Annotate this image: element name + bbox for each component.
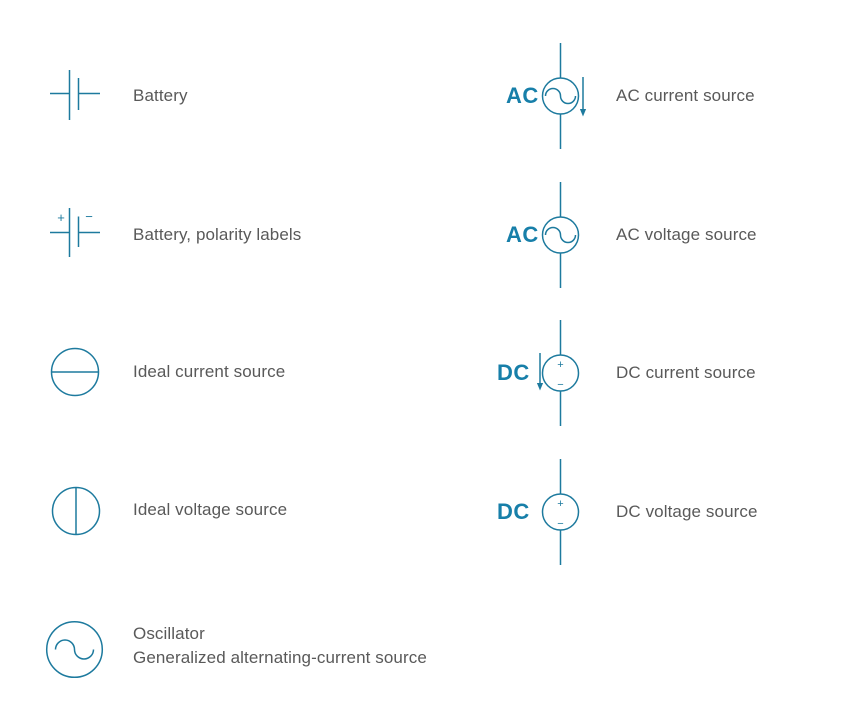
oscillator-icon [45, 620, 104, 679]
battery-polarity-row: + − [45, 203, 105, 269]
dc-prefix-text: DC [497, 499, 530, 524]
plus-sign: + [557, 498, 563, 510]
current-arrow-head [536, 383, 544, 391]
ideal-voltage-source-label: Ideal voltage source [133, 500, 288, 519]
dc-voltage-source-row: + − [500, 459, 600, 565]
oscillator-label: Oscillator Generalized alternating-curre… [133, 622, 427, 670]
ideal-current-source-row [50, 347, 100, 397]
dc-prefix-text: DC [497, 360, 530, 385]
ac-current-source-icon [541, 43, 587, 149]
ac-current-source-label: AC current source [616, 86, 755, 105]
ideal-current-source-label: Ideal current source [133, 362, 286, 381]
plus-sign: + [557, 359, 563, 371]
ac-voltage-source-label: AC voltage source [616, 225, 757, 244]
ac-current-source-row [500, 43, 600, 149]
ac-voltage-source-icon [541, 182, 580, 288]
battery-polarity-label: Battery, polarity labels [133, 225, 302, 244]
current-arrow-head [579, 109, 587, 117]
plus-sign: + [57, 210, 65, 225]
ideal-voltage-source-row [51, 486, 101, 536]
oscillator-row [45, 620, 105, 680]
dc-voltage-source-icon: + − [541, 459, 580, 565]
dc-current-source-label: DC current source [616, 363, 756, 382]
battery-label: Battery [133, 86, 188, 105]
minus-sign: − [85, 209, 93, 224]
dc-current-source-row: + − [500, 320, 600, 426]
battery-polarity-symbol-icon: + − [50, 208, 100, 257]
minus-sign: − [557, 379, 563, 391]
ideal-voltage-source-icon [51, 486, 101, 536]
ideal-current-source-icon [50, 347, 100, 397]
battery-row [45, 64, 105, 130]
battery-symbol-icon [50, 70, 100, 120]
minus-sign: − [557, 518, 563, 530]
ac-prefix-text: AC [506, 222, 539, 247]
ac-prefix-text: AC [506, 83, 539, 108]
dc-current-source-icon: + − [536, 320, 580, 426]
ac-voltage-source-row [500, 182, 600, 288]
oscillator-label-line1: Oscillator [133, 624, 205, 643]
oscillator-label-line2: Generalized alternating-current source [133, 648, 427, 667]
dc-voltage-source-label: DC voltage source [616, 502, 758, 521]
